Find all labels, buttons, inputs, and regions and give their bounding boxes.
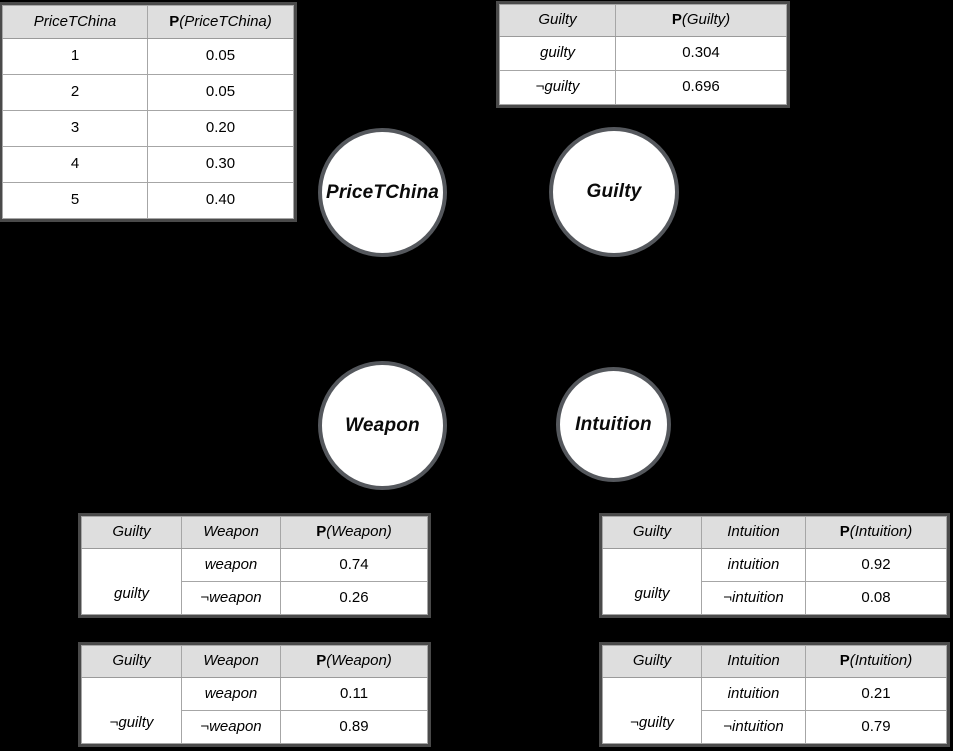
cell-prob: 0.11 bbox=[280, 677, 428, 711]
node-intuition[interactable]: Intuition bbox=[556, 367, 671, 482]
cell-prob: 0.696 bbox=[615, 70, 787, 105]
header-intuition-var: Intuition bbox=[701, 516, 806, 549]
cell-prob: 0.79 bbox=[805, 710, 947, 744]
header-prob-var-intuition: (Intuition) bbox=[849, 523, 913, 541]
cell-prob: 0.92 bbox=[805, 548, 947, 582]
node-label-guilty: Guilty bbox=[586, 181, 642, 202]
table-row: 3 0.20 bbox=[2, 110, 294, 147]
header-intuition-var: Intuition bbox=[701, 645, 806, 678]
header-parent-guilty: Guilty bbox=[602, 516, 702, 549]
cell-prob: 0.05 bbox=[147, 74, 294, 111]
cell-state: weapon bbox=[181, 677, 281, 711]
cell-prob: 0.21 bbox=[805, 677, 947, 711]
header-guilty-prob: P(Guilty) bbox=[615, 4, 787, 37]
table-row: 4 0.30 bbox=[2, 146, 294, 183]
cell-prob: 0.26 bbox=[280, 581, 428, 615]
table-row: guilty intuition 0.92 bbox=[602, 548, 947, 615]
node-pricetchina[interactable]: PriceTChina bbox=[318, 128, 447, 257]
header-parent-guilty: Guilty bbox=[81, 645, 182, 678]
table-row: ¬intuition 0.08 bbox=[603, 581, 947, 615]
cell-prob: 0.20 bbox=[147, 110, 294, 147]
table-header-row: Guilty Weapon P(Weapon) bbox=[81, 516, 428, 549]
cell-parent-state: guilty bbox=[81, 548, 182, 615]
cell-state: 5 bbox=[2, 182, 148, 219]
header-prob-var-weapon: (Weapon) bbox=[326, 652, 392, 670]
header-prob-var-weapon: (Weapon) bbox=[326, 523, 392, 541]
table-row: guilty weapon 0.74 bbox=[81, 548, 428, 615]
header-prob-var-intuition: (Intuition) bbox=[849, 652, 913, 670]
cell-prob: 0.30 bbox=[147, 146, 294, 183]
table-row: ¬guilty 0.696 bbox=[499, 70, 787, 105]
table-header-row: Guilty Intuition P(Intuition) bbox=[602, 516, 947, 549]
table-row: ¬intuition 0.79 bbox=[603, 710, 947, 744]
table-row: ¬weapon 0.26 bbox=[82, 581, 428, 615]
table-row: guilty 0.304 bbox=[499, 36, 787, 71]
header-parent-guilty: Guilty bbox=[81, 516, 182, 549]
header-weapon-var: Weapon bbox=[181, 645, 281, 678]
header-guilty-var: Guilty bbox=[499, 4, 616, 37]
table-weapon-given-notguilty: Guilty Weapon P(Weapon) ¬guilty weapon 0… bbox=[81, 645, 428, 744]
cell-state: 2 bbox=[2, 74, 148, 111]
cell-state: ¬intuition bbox=[701, 581, 806, 615]
header-weapon-prob: P(Weapon) bbox=[280, 516, 428, 549]
table-pricetchina: PriceTChina P(PriceTChina) 1 0.05 2 0.05… bbox=[2, 5, 294, 219]
header-pricetchina-prob: P(PriceTChina) bbox=[147, 5, 294, 39]
cell-parent-state: guilty bbox=[602, 548, 702, 615]
header-weapon-var: Weapon bbox=[181, 516, 281, 549]
header-prob-var-pricetchina: (PriceTChina) bbox=[179, 12, 272, 30]
node-label-pricetchina: PriceTChina bbox=[325, 181, 440, 203]
cell-state: ¬weapon bbox=[181, 581, 281, 615]
table-header-row: Guilty Weapon P(Weapon) bbox=[81, 645, 428, 678]
cell-prob: 0.40 bbox=[147, 182, 294, 219]
cell-prob: 0.304 bbox=[615, 36, 787, 71]
header-pricetchina-var: PriceTChina bbox=[2, 5, 148, 39]
table-row: ¬weapon 0.89 bbox=[82, 710, 428, 744]
cell-parent-state: ¬guilty bbox=[81, 677, 182, 744]
cell-state: 1 bbox=[2, 38, 148, 75]
table-row: 2 0.05 bbox=[2, 74, 294, 111]
cell-state: intuition bbox=[701, 548, 806, 582]
cell-state: weapon bbox=[181, 548, 281, 582]
cell-prob: 0.05 bbox=[147, 38, 294, 75]
table-header-row: PriceTChina P(PriceTChina) bbox=[2, 5, 294, 39]
header-intuition-prob: P(Intuition) bbox=[805, 645, 947, 678]
table-intuition-given-notguilty: Guilty Intuition P(Intuition) ¬guilty in… bbox=[602, 645, 947, 744]
cell-state: 3 bbox=[2, 110, 148, 147]
cell-state: ¬weapon bbox=[181, 710, 281, 744]
header-intuition-prob: P(Intuition) bbox=[805, 516, 947, 549]
table-intuition-given-guilty: Guilty Intuition P(Intuition) guilty int… bbox=[602, 516, 947, 615]
table-row: 1 0.05 bbox=[2, 38, 294, 75]
table-guilty: Guilty P(Guilty) guilty 0.304 ¬guilty 0.… bbox=[499, 4, 787, 105]
cell-state: guilty bbox=[499, 36, 616, 71]
cell-state: ¬intuition bbox=[701, 710, 806, 744]
node-weapon[interactable]: Weapon bbox=[318, 361, 447, 490]
header-parent-guilty: Guilty bbox=[602, 645, 702, 678]
table-row: ¬guilty intuition 0.21 bbox=[602, 677, 947, 744]
table-weapon-given-guilty: Guilty Weapon P(Weapon) guilty weapon 0.… bbox=[81, 516, 428, 615]
node-guilty[interactable]: Guilty bbox=[549, 127, 679, 257]
node-label-weapon: Weapon bbox=[345, 414, 420, 436]
table-row: ¬guilty weapon 0.11 bbox=[81, 677, 428, 744]
cell-state: intuition bbox=[701, 677, 806, 711]
table-header-row: Guilty Intuition P(Intuition) bbox=[602, 645, 947, 678]
header-prob-var-guilty: (Guilty) bbox=[681, 11, 731, 29]
cell-state: 4 bbox=[2, 146, 148, 183]
table-row: 5 0.40 bbox=[2, 182, 294, 219]
cell-parent-state: ¬guilty bbox=[602, 677, 702, 744]
header-weapon-prob: P(Weapon) bbox=[280, 645, 428, 678]
cell-state: ¬guilty bbox=[499, 70, 616, 105]
cell-prob: 0.89 bbox=[280, 710, 428, 744]
table-header-row: Guilty P(Guilty) bbox=[499, 4, 787, 37]
cell-prob: 0.08 bbox=[805, 581, 947, 615]
cell-prob: 0.74 bbox=[280, 548, 428, 582]
node-label-intuition: Intuition bbox=[575, 413, 652, 435]
